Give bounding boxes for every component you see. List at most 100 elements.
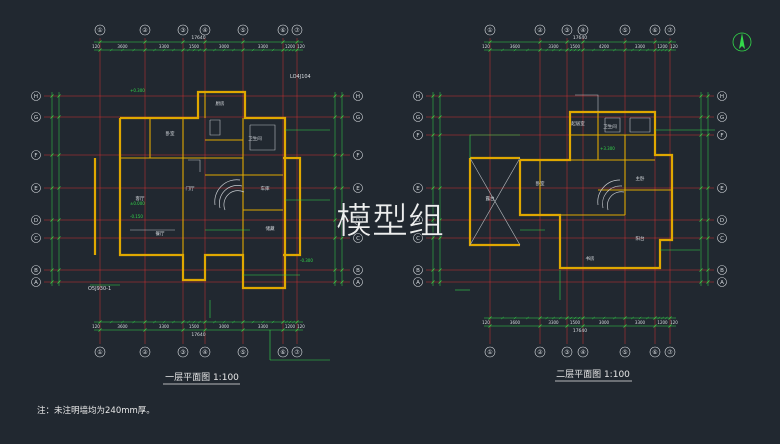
axis-bubble-label: ⑤ <box>240 349 245 356</box>
room-label: 车库 <box>261 185 270 192</box>
stair-symbol <box>597 179 621 206</box>
dimension-total: 17640 <box>573 328 587 334</box>
axis-bubble <box>291 24 303 36</box>
room-label: 卫生间 <box>248 135 262 142</box>
dimension-tick <box>577 48 581 52</box>
axis-bubble-label: D <box>356 218 360 224</box>
dimension-tick <box>699 133 703 137</box>
room-label: 阳台 <box>636 235 645 242</box>
dimension-value: 3000 <box>219 44 230 49</box>
axis-bubble-label: ⑥ <box>280 349 285 356</box>
axis-bubble-label: ⑥ <box>652 27 657 34</box>
axis-bubble-label: F <box>356 153 359 159</box>
dimension-tick <box>538 40 542 44</box>
dimension-tick <box>153 320 156 324</box>
plan2-title: 二层平面图 1:100 <box>556 369 630 380</box>
axis-bubble-label: G <box>416 115 420 121</box>
dimension-tick <box>251 48 255 52</box>
dimension-tick <box>232 48 235 52</box>
axis-bubble <box>353 233 363 243</box>
axis-bubble <box>277 346 289 358</box>
dimension-tick <box>340 94 344 98</box>
dimension-tick <box>431 186 435 190</box>
axis-bubble <box>139 24 151 36</box>
dimension-tick <box>431 268 435 272</box>
axis-bubble <box>484 24 496 36</box>
dimension-tick <box>57 186 61 190</box>
axis-bubble <box>717 183 727 193</box>
dimension-value: 4200 <box>599 44 610 49</box>
dimension-tick <box>241 328 245 332</box>
dimension-value: 3300 <box>159 44 170 49</box>
dimension-tick <box>577 316 581 320</box>
dimension-tick <box>661 48 664 52</box>
axis-bubble <box>413 233 423 243</box>
dimension-tick <box>181 48 185 52</box>
axis-bubble <box>237 346 249 358</box>
room-label: 书房 <box>586 255 595 262</box>
stair-symbol <box>219 185 243 209</box>
axis-bubble-label: ⑤ <box>622 349 627 356</box>
axis-bubble <box>237 24 249 36</box>
dimension-tick <box>57 218 61 222</box>
dimension-tick <box>50 218 54 222</box>
fixture-line <box>575 94 599 112</box>
dimension-tick <box>699 268 703 272</box>
dimension-value: 1200 <box>285 324 296 329</box>
axis-bubble-label: E <box>356 186 360 192</box>
dimension-tick <box>438 94 442 98</box>
dimension-tick <box>668 324 672 328</box>
axis-bubble-label: ② <box>142 349 148 356</box>
dimension-tick <box>706 186 710 190</box>
axis-bubble-label: C <box>720 236 724 242</box>
dimension-tick <box>143 48 147 52</box>
axis-bubble-label: ① <box>97 27 102 34</box>
detail-callout: LO4J104 <box>290 74 311 80</box>
dimension-tick <box>638 48 642 52</box>
dimension-tick <box>271 48 275 52</box>
axis-bubble-label: D <box>720 218 724 224</box>
dimension-tick <box>50 186 54 190</box>
axis-bubble <box>413 215 423 225</box>
dimension-tick <box>699 115 703 119</box>
axis-bubble-label: H <box>720 94 724 100</box>
dimension-tick <box>292 48 295 52</box>
axis-bubble <box>619 346 631 358</box>
axis-bubble-label: H <box>356 94 360 100</box>
axis-bubble <box>177 24 189 36</box>
dimension-tick <box>285 48 288 52</box>
dimension-tick <box>613 48 616 52</box>
dimension-tick <box>699 236 703 240</box>
dimension-tick <box>488 324 492 328</box>
dimension-tick <box>181 320 185 324</box>
dimension-tick <box>333 268 337 272</box>
dimension-total: 17640 <box>191 35 205 41</box>
fixture-line <box>629 117 651 133</box>
room-label: 餐厅 <box>156 230 165 237</box>
axis-bubble-label: F <box>34 153 37 159</box>
axis-bubble <box>561 24 573 36</box>
dimension-value: 120 <box>670 44 678 49</box>
dimension-tick <box>699 218 703 222</box>
dimension-tick <box>602 48 606 52</box>
axis-bubble <box>31 265 41 275</box>
dimension-tick <box>706 280 710 284</box>
dimension-tick <box>438 268 442 272</box>
dimension-tick <box>438 133 442 137</box>
dimension-tick <box>638 316 642 320</box>
dimension-tick <box>661 316 664 320</box>
dimension-tick <box>431 280 435 284</box>
north-arrow-icon <box>732 32 752 52</box>
dimension-tick <box>57 115 61 119</box>
dimension-tick <box>646 316 649 320</box>
dimension-tick <box>581 316 585 320</box>
axis-bubble <box>717 91 727 101</box>
dimension-value: 3300 <box>258 324 269 329</box>
axis-bubble-label: ③ <box>564 349 569 356</box>
dimension-tick <box>653 48 657 52</box>
axis-bubble-label: H <box>416 94 420 100</box>
axis-bubble-label: C <box>34 236 38 242</box>
dimension-tick <box>340 186 344 190</box>
